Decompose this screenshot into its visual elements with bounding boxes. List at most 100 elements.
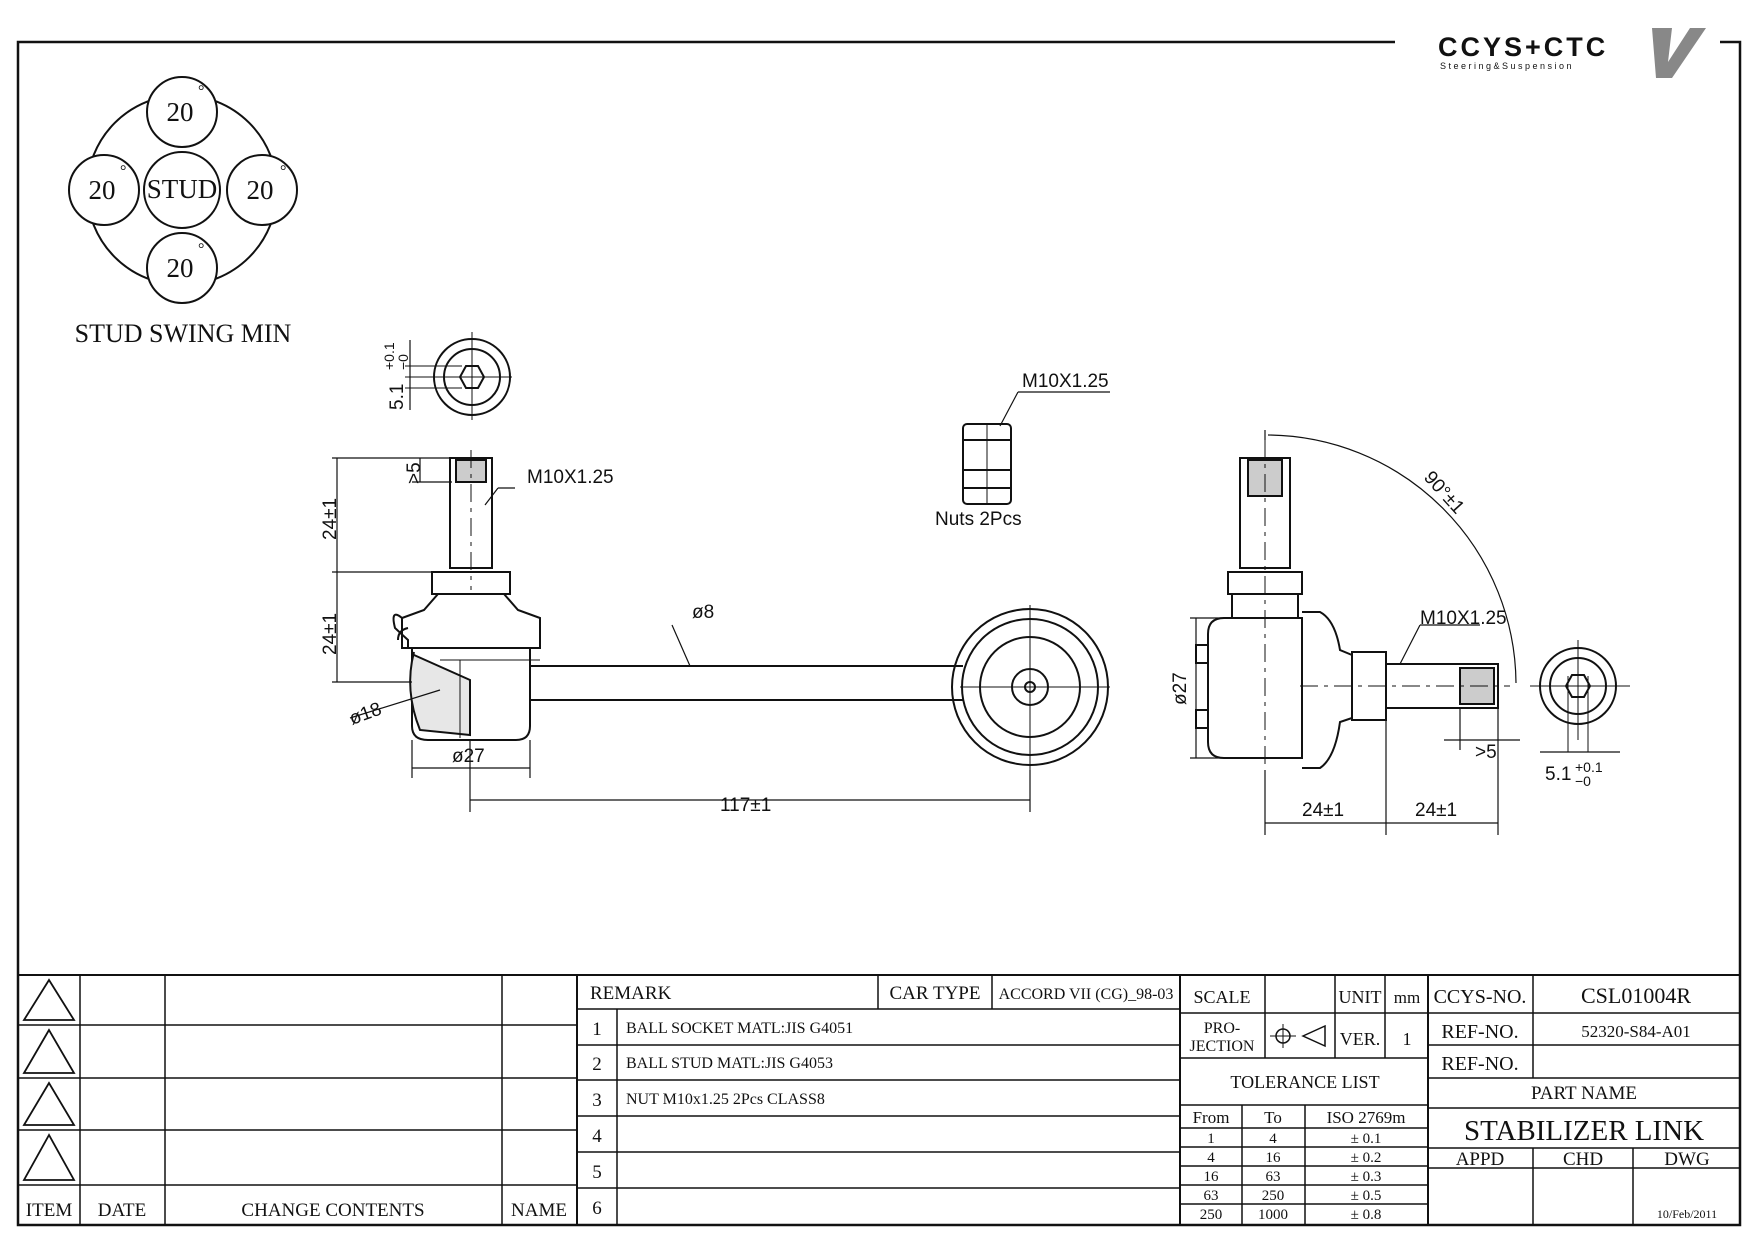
hex-tol-bot-left: −0 xyxy=(395,354,411,370)
tol-header-iso: ISO 2769m xyxy=(1327,1108,1406,1127)
cartype-label: CAR TYPE xyxy=(890,983,981,1004)
tol-row-2-tol: ± 0.2 xyxy=(1351,1150,1382,1166)
logo-mark-icon xyxy=(1652,28,1706,78)
stud-top-view-left xyxy=(405,332,512,420)
tol-row-3-tol: ± 0.3 xyxy=(1351,1169,1382,1185)
hex-width-right: 5.1 xyxy=(1545,764,1571,785)
nuts-count: Nuts 2Pcs xyxy=(935,509,1022,530)
ver-value: 1 xyxy=(1403,1029,1412,1049)
partname-value: STABILIZER LINK xyxy=(1464,1115,1704,1147)
dwg-label: DWG xyxy=(1664,1149,1710,1170)
stud-label: STUD xyxy=(147,174,218,204)
tol-row-5-to: 1000 xyxy=(1258,1207,1288,1223)
swing-right-degree: ° xyxy=(280,163,286,180)
hex-tol-bot-right: −0 xyxy=(1575,773,1591,789)
swing-bottom-value: 20 xyxy=(167,253,194,283)
dia18: ø18 xyxy=(347,699,385,730)
right-view-dimensions xyxy=(1190,430,1620,835)
rev-header-change: CHANGE CONTENTS xyxy=(241,1200,424,1221)
len-24-c: 24±1 xyxy=(1302,800,1344,821)
remark-5-n: 5 xyxy=(592,1162,602,1183)
len-24-b: 24±1 xyxy=(320,613,341,655)
tol-row-4-to: 250 xyxy=(1262,1188,1285,1204)
drawing-border xyxy=(16,40,1742,1227)
remark-1-n: 1 xyxy=(592,1019,602,1040)
hex-width-left: 5.1 xyxy=(387,384,408,410)
tol-header-to: To xyxy=(1264,1108,1282,1127)
gt5-right: >5 xyxy=(1475,742,1497,763)
tol-row-1-from: 1 xyxy=(1207,1131,1215,1147)
remark-2-text: BALL STUD MATL:JIS G4053 xyxy=(626,1055,833,1072)
tol-row-2-from: 4 xyxy=(1207,1150,1215,1166)
swing-left-degree: ° xyxy=(120,163,126,180)
tol-row-3-from: 16 xyxy=(1204,1169,1220,1185)
ref2-label: REF-NO. xyxy=(1441,1053,1518,1075)
logo-text: CCYS+CTC xyxy=(1438,32,1608,62)
ccys-value: CSL01004R xyxy=(1581,983,1691,1008)
swing-bottom-degree: ° xyxy=(198,241,204,258)
swing-top-degree: ° xyxy=(198,83,204,100)
tol-row-1-tol: ± 0.1 xyxy=(1351,1131,1382,1147)
chd-label: CHD xyxy=(1563,1149,1603,1170)
remark-6-n: 6 xyxy=(592,1198,602,1219)
revision-triangle-icon xyxy=(22,1081,76,1126)
hex-tol-top-right: +0.1 xyxy=(1575,759,1603,775)
dia27-left: ø27 xyxy=(452,746,485,767)
dia27-right: ø27 xyxy=(1170,672,1191,705)
remark-1-text: BALL SOCKET MATL:JIS G4051 xyxy=(626,1020,853,1037)
dia8: ø8 xyxy=(692,602,714,623)
scale-label: SCALE xyxy=(1193,987,1250,1007)
tol-row-5-tol: ± 0.8 xyxy=(1351,1207,1382,1223)
unit-label: UNIT xyxy=(1339,987,1382,1007)
swing-right-value: 20 xyxy=(247,175,274,205)
remark-4-n: 4 xyxy=(592,1126,602,1147)
stud-swing-diagram xyxy=(68,76,298,304)
projection-symbol-icon xyxy=(1270,1024,1326,1048)
drawing-date: 10/Feb/2011 xyxy=(1657,1207,1717,1221)
tol-row-4-tol: ± 0.5 xyxy=(1351,1188,1382,1204)
len-24-d: 24±1 xyxy=(1415,800,1457,821)
rev-header-name: NAME xyxy=(511,1200,567,1221)
company-logo: CCYS+CTC Steering&Suspension xyxy=(1438,28,1706,78)
stabilizer-link-side-view xyxy=(392,450,1110,770)
swing-bottom-circle xyxy=(146,232,218,304)
rev-header-date: DATE xyxy=(98,1200,147,1221)
partname-label: PART NAME xyxy=(1531,1083,1637,1104)
tol-row-1-to: 4 xyxy=(1269,1131,1277,1147)
hex-tol-top-left: +0.1 xyxy=(381,342,397,370)
ccys-label: CCYS-NO. xyxy=(1434,986,1527,1008)
tol-row-5-from: 250 xyxy=(1200,1207,1223,1223)
thread-left: M10X1.25 xyxy=(527,467,614,488)
ref-value: 52320-S84-A01 xyxy=(1581,1022,1691,1041)
revision-triangle-icon xyxy=(22,1133,76,1181)
unit-value: mm xyxy=(1394,988,1420,1007)
len117: 117±1 xyxy=(720,795,771,816)
thread-right: M10X1.25 xyxy=(1420,608,1507,629)
remark-3-text: NUT M10x1.25 2Pcs CLASS8 xyxy=(626,1091,825,1108)
logo-tagline: Steering&Suspension xyxy=(1440,61,1574,71)
swing-top-circle xyxy=(146,76,218,148)
tol-row-2-to: 16 xyxy=(1266,1150,1282,1166)
title-block-grid xyxy=(18,975,1740,1225)
remark-2-n: 2 xyxy=(592,1054,602,1075)
projection-label-1: PRO- xyxy=(1204,1020,1240,1037)
revision-triangle-icon xyxy=(22,978,76,1021)
nut-view xyxy=(962,391,1110,505)
tol-row-4-from: 63 xyxy=(1204,1188,1219,1204)
tolerance-title: TOLERANCE LIST xyxy=(1230,1072,1379,1092)
nut-thread: M10X1.25 xyxy=(1022,371,1109,392)
revision-triangle-icon xyxy=(22,1028,76,1074)
revision-triangles xyxy=(22,978,76,1181)
ref-label: REF-NO. xyxy=(1441,1021,1518,1043)
projection-label-2: JECTION xyxy=(1190,1038,1255,1055)
remark-3-n: 3 xyxy=(592,1090,602,1111)
swing-left-circle xyxy=(68,154,140,226)
remark-label: REMARK xyxy=(590,983,672,1004)
rev-header-item: ITEM xyxy=(26,1200,73,1221)
appd-label: APPD xyxy=(1456,1149,1505,1170)
len-24-a: 24±1 xyxy=(320,498,341,540)
swing-right-circle xyxy=(226,154,298,226)
swing-caption: STUD SWING MIN xyxy=(75,319,292,348)
left-view-dimensions xyxy=(332,457,1031,812)
